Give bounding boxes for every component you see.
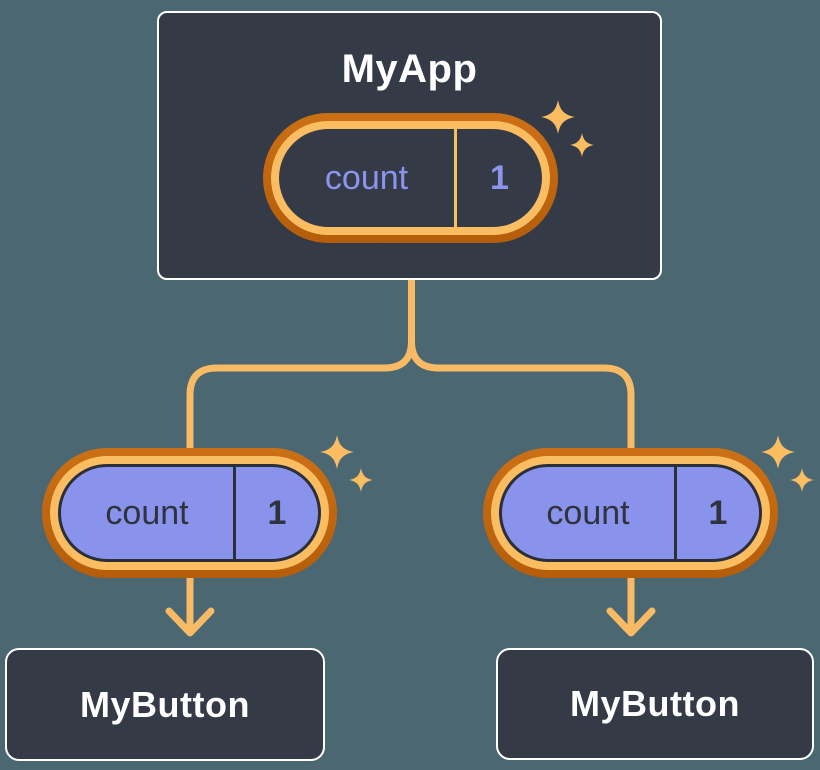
prop-name: count — [546, 493, 630, 532]
root-component-node: MyApp count 1 — [157, 11, 662, 280]
state-name: count — [324, 158, 409, 197]
arrow-left-head — [165, 607, 215, 637]
branch-right-line — [408, 276, 635, 455]
prop-name: count — [105, 493, 189, 532]
pill-divider — [454, 129, 457, 227]
left-prop-pill: count 1 — [42, 435, 373, 578]
prop-value: 1 — [708, 493, 728, 532]
root-component-label: MyApp — [341, 47, 478, 91]
pill-divider — [674, 467, 677, 559]
sparkle-icon — [541, 100, 594, 157]
branch-left-line — [186, 276, 415, 455]
prop-value: 1 — [267, 493, 287, 532]
root-state-pill: count 1 — [263, 100, 594, 243]
right-child-component-label: MyButton — [570, 683, 740, 724]
pill-divider — [233, 467, 236, 559]
left-child-component-label: MyButton — [80, 683, 250, 725]
left-child-component-node: MyButton — [5, 648, 325, 761]
right-prop-pill: count 1 — [483, 435, 814, 578]
right-child-component-node: MyButton — [496, 648, 814, 760]
arrow-right-head — [606, 607, 656, 637]
state-value: 1 — [490, 158, 509, 197]
